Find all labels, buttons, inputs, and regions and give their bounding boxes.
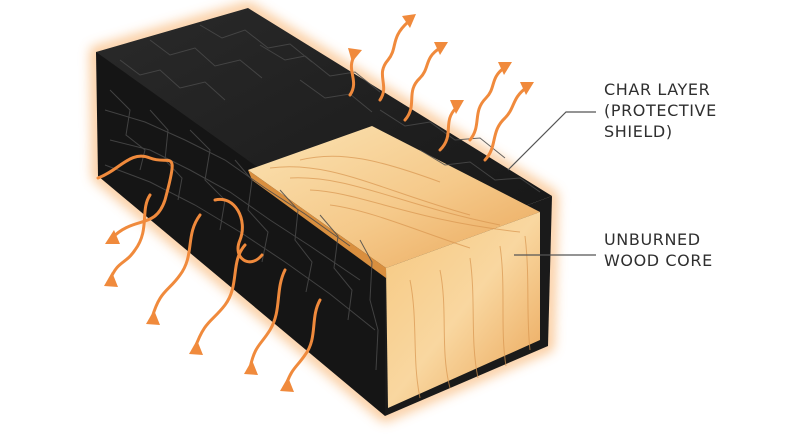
wood-core-label-line-1: UNBURNED xyxy=(604,230,701,249)
wavy-heat-arrow-icon-top xyxy=(348,20,528,162)
wood-cut-edge xyxy=(248,170,386,278)
char-layer-label-line-3: SHIELD) xyxy=(604,122,673,141)
wood-core-label: UNBURNED WOOD CORE xyxy=(604,229,713,271)
char-layer-label: CHAR LAYER (PROTECTIVE SHIELD) xyxy=(604,79,717,142)
char-layer-label-line-2: (PROTECTIVE xyxy=(604,101,717,120)
char-cracks xyxy=(104,24,541,371)
char-layer-leader xyxy=(507,111,596,171)
heat-arrowheads-left xyxy=(104,230,294,392)
wavy-heat-arrow-icon xyxy=(96,154,322,387)
char-layer-label-line-1: CHAR LAYER xyxy=(604,80,711,99)
wood-core-label-line-2: WOOD CORE xyxy=(604,251,713,270)
wood-grain xyxy=(269,155,531,399)
callout-leaders xyxy=(507,111,596,256)
heat-arrowheads-top xyxy=(348,14,534,114)
